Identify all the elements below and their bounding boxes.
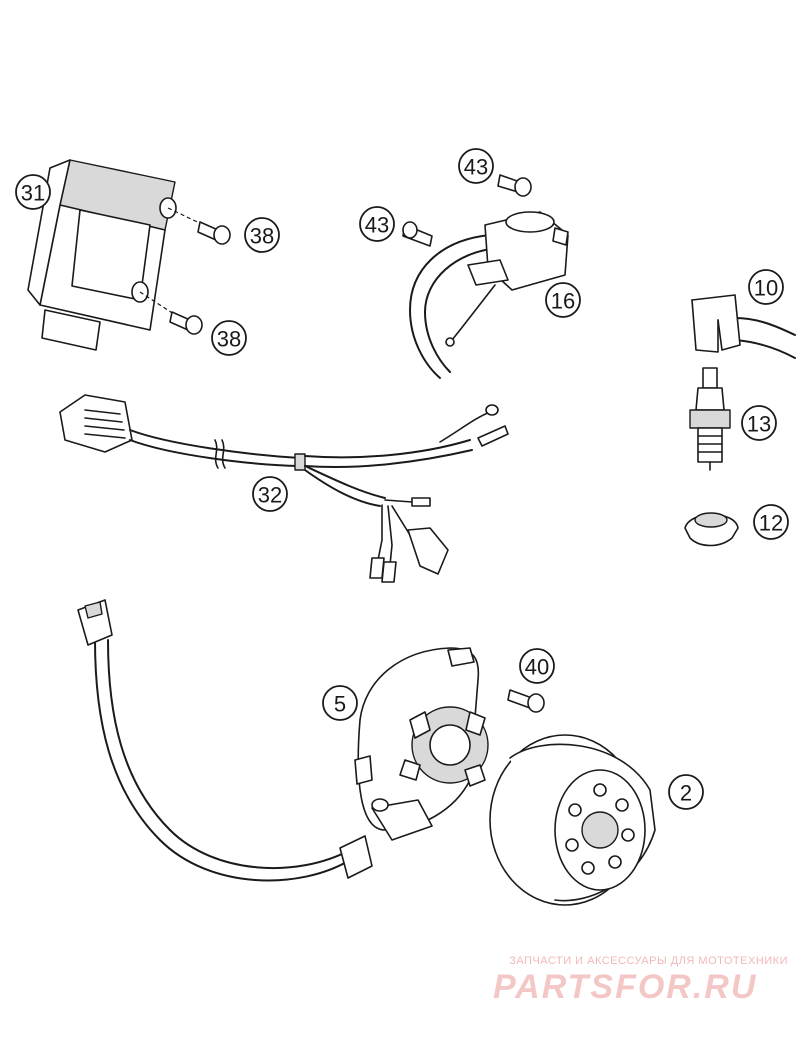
bolt-38-upper [197, 221, 231, 245]
callout-13: 13 [741, 405, 777, 441]
svg-text:32: 32 [258, 483, 282, 508]
callout-2: 2 [668, 774, 704, 810]
callout-38-upper: 38 [244, 217, 280, 253]
svg-text:12: 12 [759, 511, 783, 536]
callout-12: 12 [753, 504, 789, 540]
callout-43-lower: 43 [359, 206, 395, 242]
svg-text:40: 40 [525, 655, 549, 680]
callout-5: 5 [322, 685, 358, 721]
callout-40: 40 [519, 648, 555, 684]
flywheel-part [489, 734, 656, 906]
callout-43-upper: 43 [458, 148, 494, 184]
bolt-43-lower [402, 221, 433, 247]
svg-text:43: 43 [464, 155, 488, 180]
bolt-40 [507, 689, 545, 713]
svg-text:2: 2 [680, 781, 692, 806]
callout-31: 31 [15, 174, 51, 210]
svg-text:13: 13 [747, 412, 771, 437]
svg-text:38: 38 [250, 224, 274, 249]
wiring-harness-part [59, 394, 509, 583]
spark-plug-cap-part [691, 294, 796, 359]
bolt-38-lower [169, 311, 203, 335]
callout-32: 32 [252, 476, 288, 512]
bolt-43-upper [497, 174, 532, 197]
ignition-coil-part [408, 211, 569, 379]
spark-plug-part [689, 367, 731, 471]
callout-10: 10 [748, 269, 784, 305]
svg-text:PARTSFOR.RU: PARTSFOR.RU [493, 968, 757, 1006]
svg-text:38: 38 [217, 327, 241, 352]
watermark-caption: ЗАПЧАСТИ И АКСЕССУАРЫ ДЛЯ МОТОТЕХНИКИ [509, 955, 788, 967]
svg-text:16: 16 [551, 289, 575, 314]
watermark-logo: PARTSFOR.RU [493, 968, 757, 1006]
svg-text:10: 10 [754, 276, 778, 301]
svg-text:43: 43 [365, 213, 389, 238]
plug-washer-part [684, 512, 739, 547]
callout-38-lower: 38 [211, 320, 247, 356]
stator-part [77, 599, 489, 882]
svg-text:31: 31 [21, 181, 45, 206]
svg-text:5: 5 [334, 692, 346, 717]
callout-16: 16 [545, 282, 581, 318]
